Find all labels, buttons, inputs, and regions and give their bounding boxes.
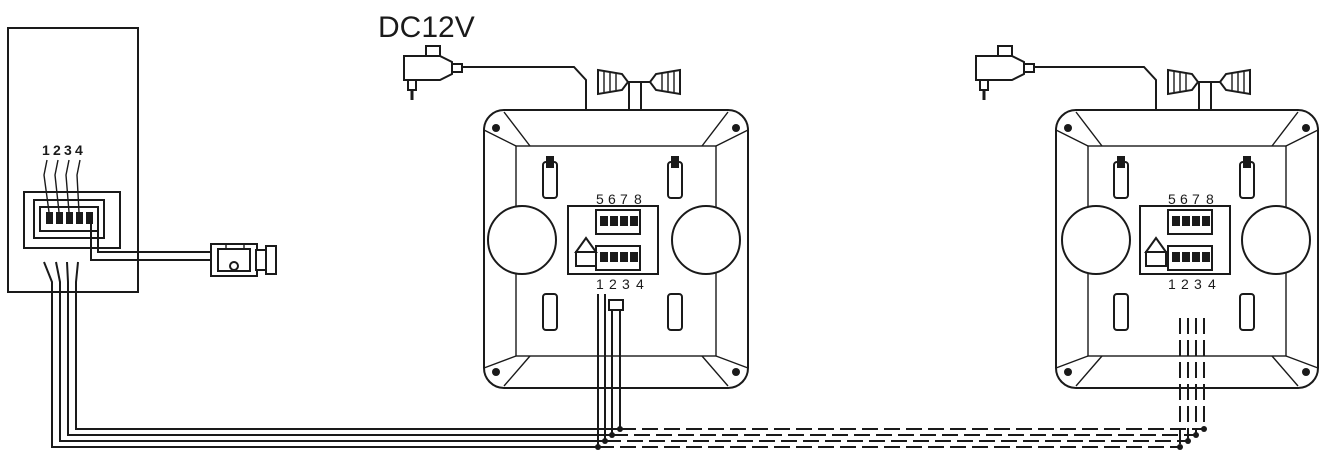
siren-icon [597,68,681,96]
outdoor-terminal-1: 1 [42,142,50,158]
monitor2-terminal-7: 7 [1192,191,1200,207]
monitor1-terminal-4: 4 [636,276,644,292]
monitor2-terminal-6: 6 [1180,191,1188,207]
outdoor-station: 1 2 3 4 [7,27,139,293]
monitor2-terminal-8: 8 [1206,191,1214,207]
monitor2-terminal-5: 5 [1168,191,1176,207]
indoor-monitor [483,109,749,389]
monitor2-terminal-4: 4 [1208,276,1216,292]
monitor1-bus-wires [595,294,624,450]
monitor1-terminal-1: 1 [596,276,604,292]
outdoor-terminal-3: 3 [64,142,72,158]
extension-bus-wires [598,428,1204,448]
monitor1-terminal-7: 7 [620,191,628,207]
power-adapter-icon [975,45,1035,100]
outdoor-bus-wires [43,261,620,448]
outdoor-terminal-screws [46,212,93,224]
monitor1-terminal-8: 8 [634,191,642,207]
monitor2-terminal-3: 3 [1194,276,1202,292]
monitor1-terminal-5: 5 [596,191,604,207]
monitor2-bus-wires [1177,318,1207,450]
outdoor-terminal-2: 2 [53,142,61,158]
monitor2-terminal-2: 2 [1181,276,1189,292]
monitor1-terminal-3: 3 [622,276,630,292]
power-label: DC12V [378,11,475,44]
lock-icon [210,243,277,277]
power-adapter-icon [403,45,463,100]
outdoor-terminal-4: 4 [75,142,83,158]
monitor1-terminal-2: 2 [609,276,617,292]
siren-icon [1167,68,1251,96]
monitor1-terminal-6: 6 [608,191,616,207]
monitor2-terminal-1: 1 [1168,276,1176,292]
lock-wire [90,224,213,261]
